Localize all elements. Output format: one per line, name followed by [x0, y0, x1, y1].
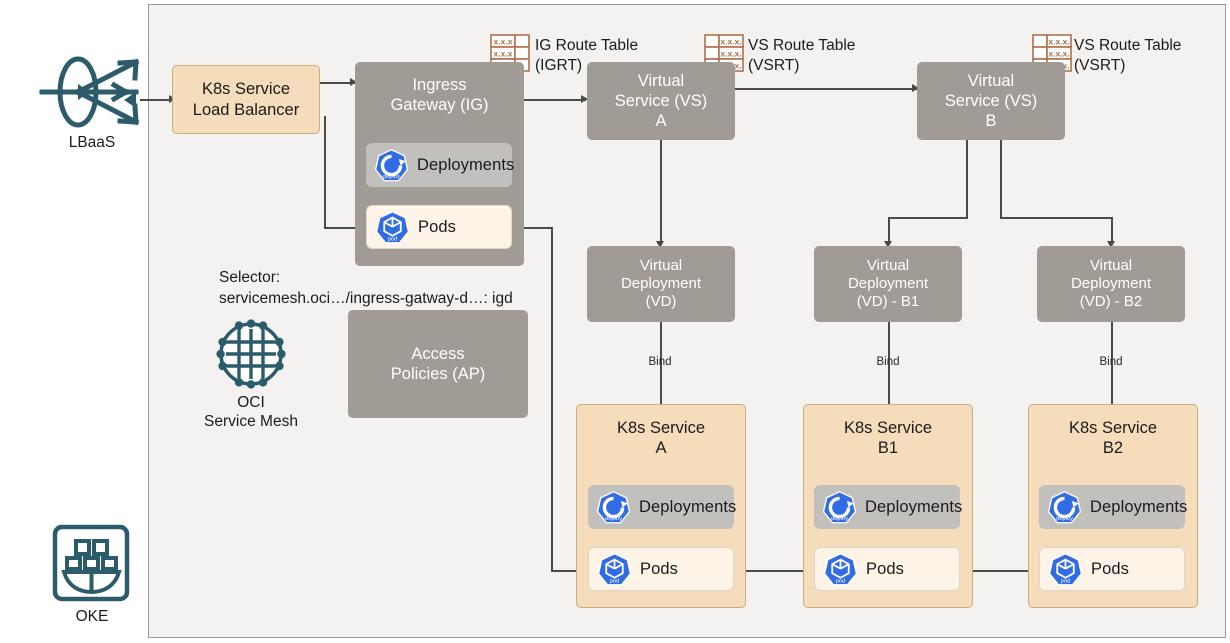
edge-vsb-to-vdb2-v2 [1111, 217, 1113, 244]
virtual-service-b-node[interactable]: Virtual Service (VS) B [917, 62, 1065, 140]
virtual-deployment-node[interactable]: Virtual Deployment (VD) [587, 246, 735, 322]
arrowhead [655, 241, 664, 248]
k8s-pod-icon: pod [375, 210, 410, 243]
edge-bind-b1 [888, 322, 890, 405]
svg-text:x.x.x.: x.x.x. [720, 37, 741, 47]
ig-pods-chip[interactable]: pod Pods [366, 205, 512, 249]
bind-label-b1: Bind [876, 356, 900, 368]
ig-deployments-chip[interactable]: deploy Deployments [366, 143, 515, 187]
selector-block: Selector: servicemesh.oci…/ingress-gatwa… [219, 268, 513, 310]
chip-label: Deployments [865, 497, 963, 516]
arrowhead [581, 94, 588, 103]
bind-label-b2: Bind [1099, 356, 1123, 368]
chip-label: Deployments [417, 155, 515, 174]
svg-text:pod: pod [388, 236, 398, 242]
svg-text:x.x.x.: x.x.x. [1048, 49, 1069, 59]
arrowhead [350, 77, 357, 86]
chip-label: Pods [1091, 559, 1130, 578]
svg-text:pod: pod [836, 578, 846, 584]
igrt-label: IG Route Table (IGRT) [535, 37, 639, 74]
edge-bind-b2 [1111, 322, 1113, 405]
vsrt-b-label: VS Route Table (VSRT) [1074, 37, 1182, 74]
k8s-service-load-balancer-node[interactable]: K8s Service Load Balancer [172, 65, 320, 134]
svg-text:x.x.x.: x.x.x. [720, 49, 741, 59]
selector-title: Selector: [219, 269, 281, 286]
k8s-pod-icon: pod [597, 552, 632, 585]
oke-ship-icon [52, 524, 130, 602]
edge-vsb-to-vdb2-h [1000, 217, 1112, 219]
k8s-pod-icon: pod [823, 552, 858, 585]
k8s-pod-icon: pod [1048, 552, 1083, 585]
svg-text:x.x.x: x.x.x [494, 49, 513, 59]
oke-label: OKE [75, 608, 109, 625]
edge-pods-a-b1 [735, 570, 813, 572]
k8s-deploy-icon: deploy [374, 148, 409, 181]
edge-igpods-h2 [551, 570, 587, 572]
oci-service-mesh-icon [212, 315, 290, 393]
svg-text:deploy: deploy [1056, 515, 1073, 521]
virtual-service-a-node[interactable]: Virtual Service (VS) A [587, 62, 735, 140]
k8s-a-pods-chip[interactable]: pod Pods [588, 547, 734, 591]
chip-label: Deployments [639, 497, 737, 516]
k8s-deploy-icon: deploy [596, 490, 631, 523]
edge-vsb-to-vdb2-v1 [1000, 140, 1002, 218]
edge-igpods-h1 [512, 227, 552, 229]
lbaas-label: LBaaS [68, 134, 116, 151]
chip-label: Deployments [1090, 497, 1188, 516]
k8s-b1-deployments-chip[interactable]: deploy Deployments [814, 485, 963, 529]
chip-label: Pods [418, 217, 457, 236]
k8s-b2-deployments-chip[interactable]: deploy Deployments [1039, 485, 1188, 529]
edge-igpods-v [551, 227, 553, 571]
svg-text:pod: pod [610, 578, 620, 584]
edge-ig-to-vsa [524, 99, 586, 101]
edge-bind-a [660, 322, 662, 405]
arrowhead [1107, 241, 1116, 248]
edge-lbaas-to-lb [140, 99, 172, 101]
k8s-deploy-icon: deploy [822, 490, 857, 523]
selector-value: servicemesh.oci…/ingress-gatway-d…: igd [219, 289, 513, 307]
k8s-b2-pods-chip[interactable]: pod Pods [1039, 547, 1185, 591]
svg-text:pod: pod [1061, 578, 1071, 584]
svg-text:deploy: deploy [383, 173, 400, 179]
edge-vsb-to-vdb1-v2 [888, 217, 890, 244]
vsrt-a-label: VS Route Table (VSRT) [748, 37, 856, 74]
edge-vsb-to-vdb1-h [888, 217, 968, 219]
edge-vsb-to-vdb1-v1 [966, 140, 968, 218]
virtual-deployment-b1-node[interactable]: Virtual Deployment (VD) - B1 [814, 246, 962, 322]
svg-text:x.x.x: x.x.x [494, 37, 513, 47]
virtual-deployment-b2-node[interactable]: Virtual Deployment (VD) - B2 [1037, 246, 1185, 322]
edge-pods-b1-b2 [959, 570, 1039, 572]
arrowhead [884, 241, 893, 248]
arrowhead [912, 83, 919, 92]
edge-lb-to-pods-v [324, 116, 326, 228]
k8s-a-deployments-chip[interactable]: deploy Deployments [588, 485, 737, 529]
bind-label-a: Bind [648, 356, 672, 368]
svg-text:x.x.x.: x.x.x. [1048, 37, 1069, 47]
chip-label: Pods [640, 559, 679, 578]
edge-vsa-to-vd [660, 140, 662, 244]
k8s-b1-pods-chip[interactable]: pod Pods [814, 547, 960, 591]
edge-lb-to-ig [319, 82, 355, 84]
svg-text:deploy: deploy [831, 515, 848, 521]
load-balancer-icon [39, 52, 144, 132]
edge-vsa-to-vsb [735, 88, 917, 90]
edge-lb-to-pods-h [324, 227, 366, 229]
oci-service-mesh-label: OCI Service Mesh [204, 394, 298, 430]
svg-text:deploy: deploy [605, 515, 622, 521]
k8s-deploy-icon: deploy [1047, 490, 1082, 523]
chip-label: Pods [866, 559, 905, 578]
access-policies-node[interactable]: Access Policies (AP) [348, 310, 528, 418]
